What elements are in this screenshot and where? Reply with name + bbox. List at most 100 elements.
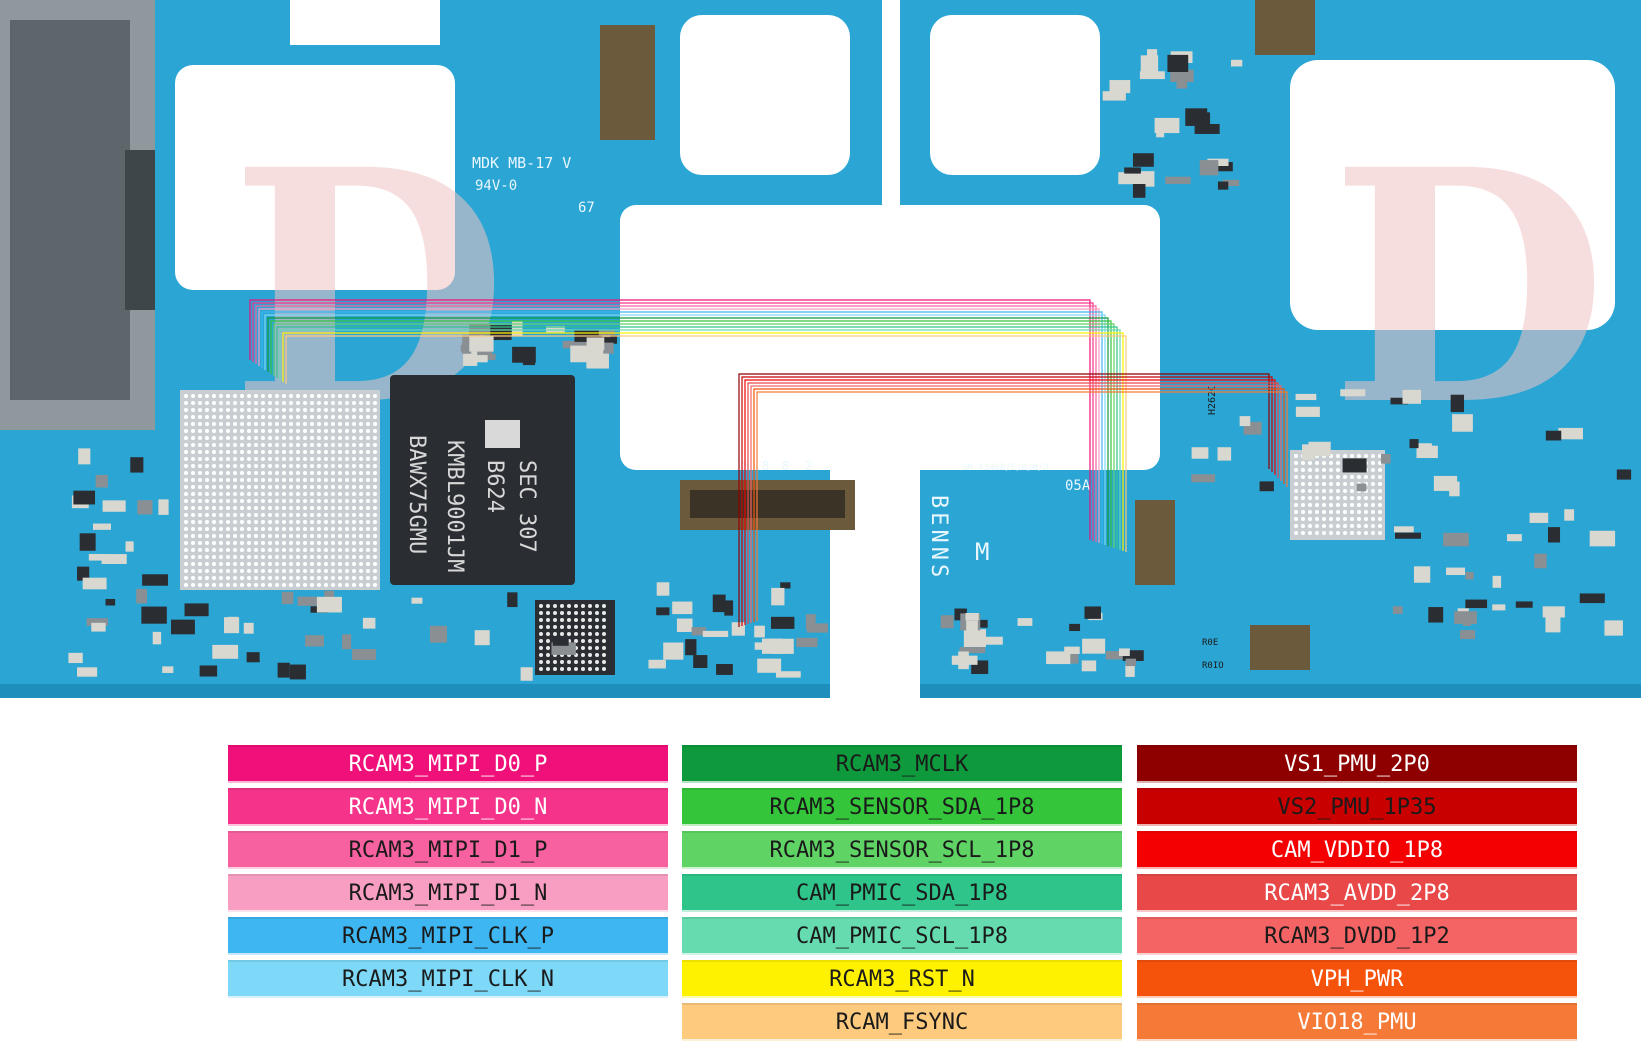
solder-ball	[1308, 503, 1312, 507]
solder-ball	[219, 534, 223, 538]
solder-ball	[581, 632, 585, 636]
solder-ball	[268, 520, 272, 524]
solder-ball	[226, 443, 230, 447]
smd-component	[86, 618, 109, 626]
solder-ball	[1350, 531, 1354, 535]
solder-ball	[310, 562, 314, 566]
solder-ball	[303, 527, 307, 531]
solder-ball	[296, 408, 300, 412]
solder-ball	[275, 583, 279, 587]
smd-component	[1450, 394, 1465, 413]
solder-ball	[289, 429, 293, 433]
solder-ball	[352, 464, 356, 468]
solder-ball	[205, 401, 209, 405]
smd-component	[246, 652, 260, 663]
solder-ball	[184, 415, 188, 419]
solder-ball	[282, 436, 286, 440]
solder-ball	[233, 499, 237, 503]
smd-component	[1191, 474, 1216, 483]
smd-component	[91, 622, 106, 632]
signal-trace	[255, 305, 1097, 542]
solder-ball	[240, 429, 244, 433]
solder-ball	[233, 520, 237, 524]
smd-component	[1124, 167, 1141, 174]
solder-ball	[261, 576, 265, 580]
solder-ball	[546, 667, 550, 671]
solder-ball	[205, 464, 209, 468]
solder-ball	[366, 583, 370, 587]
solder-ball	[212, 401, 216, 405]
solder-ball	[359, 471, 363, 475]
solder-ball	[191, 450, 195, 454]
solder-ball	[247, 576, 251, 580]
solder-ball	[191, 569, 195, 573]
legend-item: RCAM3_MCLK	[682, 745, 1122, 783]
signal-trace	[756, 391, 1288, 621]
solder-ball	[1294, 468, 1298, 472]
solder-ball	[366, 569, 370, 573]
solder-ball	[212, 548, 216, 552]
solder-ball	[1336, 468, 1340, 472]
solder-ball	[184, 464, 188, 468]
solder-ball	[1343, 496, 1347, 500]
solder-ball	[366, 513, 370, 517]
solder-ball	[574, 618, 578, 622]
smd-component	[1616, 469, 1632, 480]
solder-ball	[247, 422, 251, 426]
smd-component	[78, 448, 91, 465]
memory-chip	[390, 375, 575, 585]
solder-ball	[1322, 468, 1326, 472]
solder-ball	[1364, 510, 1368, 514]
solder-ball	[595, 625, 599, 629]
solder-ball	[1315, 461, 1319, 465]
solder-ball	[1364, 517, 1368, 521]
solder-ball	[198, 443, 202, 447]
solder-ball	[366, 471, 370, 475]
solder-ball	[338, 471, 342, 475]
component-label-1: H262C	[1207, 385, 1218, 415]
solder-ball	[581, 639, 585, 643]
solder-ball	[296, 506, 300, 510]
solder-ball	[212, 520, 216, 524]
smd-component	[469, 336, 494, 352]
solder-ball	[268, 555, 272, 559]
smd-component	[1105, 651, 1126, 660]
smd-component	[1454, 611, 1477, 624]
smd-component	[1140, 55, 1159, 74]
legend-item: RCAM3_RST_N	[682, 960, 1122, 998]
solder-ball	[184, 569, 188, 573]
solder-ball	[338, 569, 342, 573]
solder-ball	[310, 534, 314, 538]
legend-item: RCAM3_AVDD_2P8	[1137, 874, 1577, 912]
solder-ball	[310, 520, 314, 524]
solder-ball	[205, 520, 209, 524]
solder-ball	[324, 492, 328, 496]
smd-component	[806, 623, 828, 633]
solder-ball	[254, 415, 258, 419]
solder-ball	[275, 520, 279, 524]
solder-ball	[1350, 454, 1354, 458]
cutout-top-center-2	[930, 15, 1100, 175]
solder-ball	[331, 471, 335, 475]
solder-ball	[261, 464, 265, 468]
smd-component	[1446, 567, 1466, 576]
solder-ball	[275, 408, 279, 412]
solder-ball	[268, 527, 272, 531]
solder-ball	[254, 527, 258, 531]
solder-ball	[602, 618, 606, 622]
smd-component	[243, 622, 254, 634]
solder-ball	[205, 422, 209, 426]
solder-ball	[296, 485, 300, 489]
solder-ball	[303, 450, 307, 454]
solder-ball	[1357, 475, 1361, 479]
solder-ball	[198, 394, 202, 398]
solder-ball	[324, 583, 328, 587]
solder-ball	[275, 422, 279, 426]
smd-component	[297, 596, 318, 606]
smd-component	[1492, 575, 1502, 588]
solder-ball	[560, 618, 564, 622]
solder-ball	[567, 632, 571, 636]
solder-ball	[331, 562, 335, 566]
smd-component	[1295, 393, 1317, 401]
solder-ball	[1294, 531, 1298, 535]
